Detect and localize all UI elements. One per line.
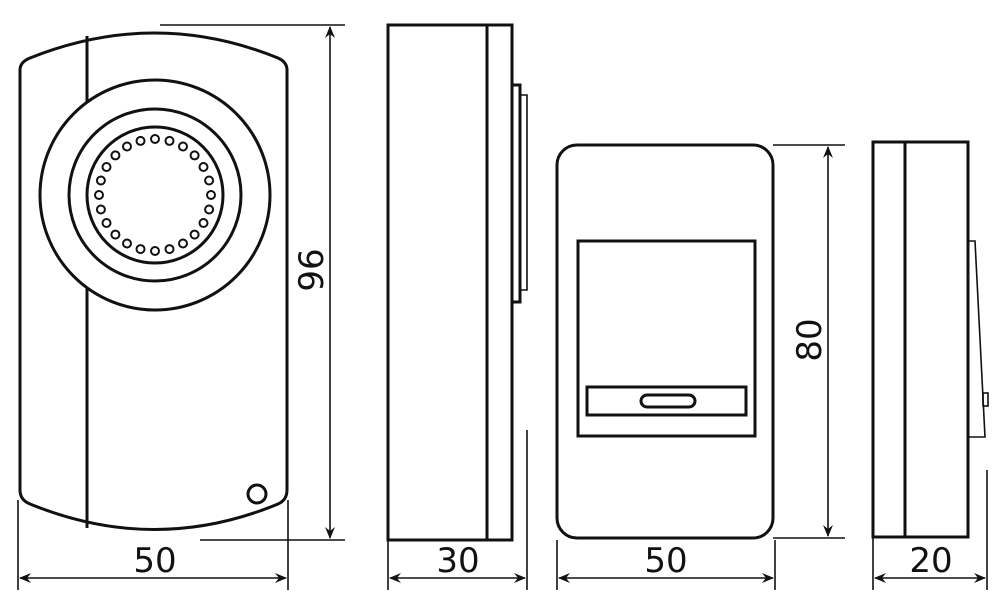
speaker-hole (122, 141, 132, 152)
speaker-hole (198, 218, 209, 228)
speaker-hole (178, 238, 188, 249)
button-side-view (871, 140, 989, 539)
speaker-hole (150, 134, 160, 144)
speaker-hole (110, 150, 121, 161)
button-width-label: 50 (644, 541, 687, 581)
speaker-hole (95, 204, 106, 215)
speaker-hole (150, 246, 160, 256)
speaker-hole (189, 229, 200, 240)
button-height-label: 80 (790, 318, 830, 361)
speaker-hole (94, 190, 104, 200)
speaker-hole (101, 218, 112, 228)
button-front-view (555, 143, 775, 540)
receiver-side-view (386, 23, 528, 542)
receiver-height-label: 96 (292, 248, 332, 291)
receiver-width-label: 50 (133, 541, 176, 581)
speaker-hole (164, 135, 175, 146)
speaker-hole (135, 244, 146, 255)
speaker-hole (110, 229, 121, 240)
speaker-hole (101, 162, 112, 172)
speaker-hole (206, 190, 216, 200)
speaker-hole (135, 135, 146, 146)
button-depth-label: 20 (909, 541, 952, 581)
speaker-hole (204, 204, 215, 215)
speaker-holes (94, 134, 216, 256)
speaker-hole (178, 141, 188, 152)
speaker-hole (164, 244, 175, 255)
speaker-hole (204, 175, 215, 186)
indicator-led (246, 483, 268, 505)
receiver-front-view (18, 31, 289, 531)
speaker-hole (95, 175, 106, 186)
dimension-lines (17, 24, 988, 590)
receiver-depth-label: 30 (436, 541, 479, 581)
speaker-hole (122, 238, 132, 249)
speaker-hole (189, 150, 200, 161)
speaker-hole (198, 162, 209, 172)
